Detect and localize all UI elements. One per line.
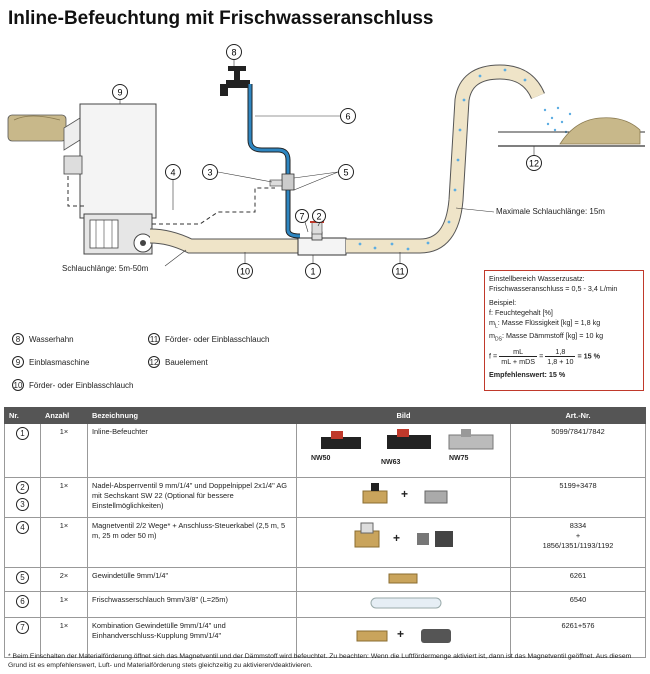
- callout-12: 12: [526, 155, 542, 171]
- product-images-water-hose: [296, 591, 511, 618]
- coupling-products-icon: [356, 629, 451, 643]
- svg-text:11: 11: [395, 267, 404, 277]
- svg-text:8: 8: [231, 48, 236, 58]
- svg-text:2: 2: [316, 212, 321, 222]
- callout-4: 4: [165, 164, 181, 180]
- table-row: 5 2× Gewindetülle 9mm/1/4" 6261: [4, 567, 646, 592]
- svg-text:3: 3: [207, 168, 212, 178]
- table-row: 6 1× Frischwasserschlauch 9mm/3/8" (L=25…: [4, 591, 646, 618]
- insulation-bale-icon: [7, 114, 67, 142]
- product-images-humidifier: NW50 NW63 NW75: [296, 423, 511, 478]
- callout-6: 6: [340, 108, 356, 124]
- table-row: 7 1× Kombination Gewindetülle 9mm/1/4" u…: [4, 617, 646, 658]
- blowing-machine-icon: [63, 103, 157, 255]
- table-row: 1 1× Inline-Befeuchter NW50 NW63 NW75 50…: [4, 423, 646, 478]
- recommended-value: Empfehlenswert: 15 %: [489, 369, 566, 379]
- humidifier-diagram: 8 9 6 4 3 5 7 2 1 10 11 12: [7, 44, 645, 279]
- hose-length-label: Schlauchlänge: 5m-50m: [62, 264, 149, 273]
- callout-11: 11: [392, 263, 408, 279]
- magnet-valve-products-icon: [354, 522, 453, 548]
- callout-10: 10: [237, 263, 253, 279]
- footnote: * Beim Einschalten der Materialförderung…: [8, 653, 632, 669]
- product-images-threaded-nozzle: [296, 567, 511, 592]
- magnet-valve-icon: [269, 173, 295, 191]
- infobox-line: mDS: Masse Dämmstoff [kg] = 10 kg: [489, 331, 604, 343]
- svg-text:4: 4: [170, 168, 175, 178]
- product-images-needle-valve: +: [296, 477, 511, 518]
- product-images-magnet-valve: +: [296, 517, 511, 568]
- svg-text:6: 6: [345, 112, 350, 122]
- svg-text:7: 7: [299, 212, 304, 222]
- needle-valve-products-icon: [362, 483, 448, 504]
- callout-9: 9: [112, 84, 128, 100]
- conveying-hose-11: [346, 64, 545, 254]
- water-tap-icon: [220, 66, 250, 96]
- svg-text:12: 12: [529, 159, 539, 169]
- page-title: Inline-Befeuchtung mit Frischwasseransch…: [8, 8, 434, 29]
- infobox-line: Frischwasseranschluss = 0,5 - 3,4 L/min: [489, 284, 618, 293]
- callout-8: 8: [226, 44, 242, 60]
- callout-1: 1: [305, 263, 321, 279]
- callout-7: 7: [295, 209, 309, 223]
- table-row: 4 1× Magnetventil 2/2 Wege* + Anschluss-…: [4, 517, 646, 568]
- callout-3: 3: [202, 164, 218, 180]
- water-setting-infobox: Einstellbereich Wasserzusatz: Frischwass…: [484, 270, 644, 391]
- threaded-nozzle-icon: [388, 573, 418, 584]
- fresh-water-hose: [247, 84, 301, 239]
- infobox-line: mL: Masse Flüssigkeit [kg] = 1,8 kg: [489, 318, 601, 330]
- infobox-line: f: Feuchtegehalt [%]: [489, 308, 553, 317]
- callout-5: 5: [338, 164, 354, 180]
- product-images-coupling: +: [296, 617, 511, 658]
- max-hose-length-label: Maximale Schlauchlänge: 15m: [496, 207, 605, 216]
- svg-text:1: 1: [310, 267, 315, 277]
- inline-humidifier-icon: [297, 231, 347, 256]
- water-hose-icon: [370, 597, 442, 609]
- svg-text:9: 9: [117, 88, 122, 98]
- parts-table: Nr. Anzahl Bezeichnung Bild Art.-Nr. 1 1…: [4, 407, 646, 658]
- infobox-line: Einstellbereich Wasserzusatz:: [489, 274, 585, 283]
- table-header-row: Nr. Anzahl Bezeichnung Bild Art.-Nr.: [4, 407, 646, 424]
- humidifier-products-icon: [321, 429, 494, 450]
- infobox-line: Beispiel:: [489, 298, 517, 307]
- needle-valve-icon: [310, 221, 324, 235]
- svg-text:10: 10: [240, 267, 250, 277]
- svg-text:5: 5: [343, 168, 348, 178]
- building-element-icon: [498, 117, 645, 147]
- callout-2: 2: [312, 209, 326, 223]
- callouts: 8 9 6 4 3 5 7 2 1 10 11 12: [112, 44, 542, 279]
